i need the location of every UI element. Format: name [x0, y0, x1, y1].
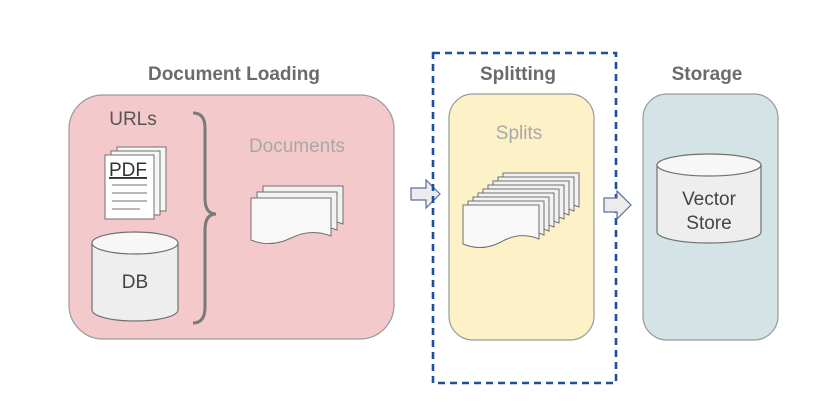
db-label: DB — [122, 272, 148, 293]
documents-label: Documents — [249, 136, 345, 157]
vector-store-label-line2: Store — [686, 213, 731, 234]
database-icon — [91, 231, 179, 322]
split-sheet — [462, 204, 540, 248]
urls-label: URLs — [109, 109, 157, 130]
grouping-brace-icon — [192, 111, 217, 325]
document-loading-title: Document Loading — [148, 64, 320, 85]
arrow-right-icon — [603, 189, 632, 221]
splitting-title: Splitting — [480, 64, 556, 85]
vector-store-icon — [656, 153, 762, 244]
splits-label: Splits — [496, 123, 542, 144]
storage-title: Storage — [672, 64, 743, 85]
splits-stack-icon — [462, 172, 580, 248]
pdf-document-icon — [104, 146, 167, 220]
documents-stack-icon — [250, 185, 344, 244]
splitting-highlight-frame — [431, 51, 618, 385]
vector-store-label-line1: Vector — [682, 189, 737, 210]
pdf-label: PDF — [109, 160, 147, 181]
arrow-right-icon — [410, 178, 441, 210]
